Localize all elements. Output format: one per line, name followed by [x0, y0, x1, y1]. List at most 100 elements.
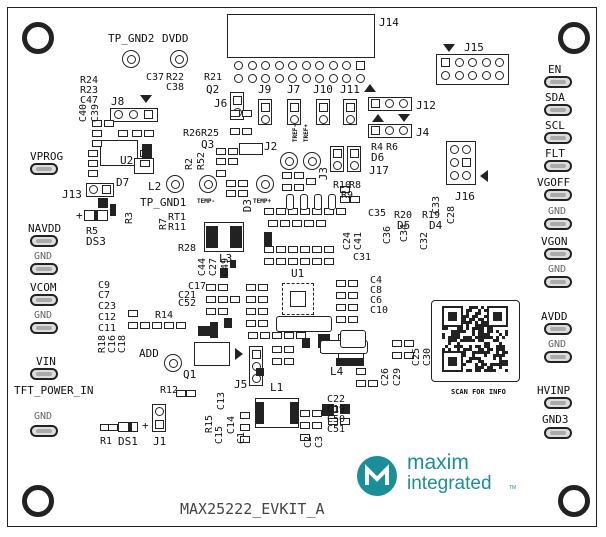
- pad-label-gnd: GND: [548, 206, 567, 217]
- smd-pad: [312, 410, 322, 417]
- label-temp-plus: TEMP+: [253, 198, 272, 205]
- qr-module: [472, 354, 475, 357]
- pad-scl[interactable]: [544, 132, 572, 144]
- pad-hvinp[interactable]: [544, 397, 572, 409]
- inductor-terminal: [290, 402, 298, 424]
- pad-navdd[interactable]: [30, 235, 58, 247]
- pad-gnd3[interactable]: [544, 427, 572, 439]
- component-body: [110, 204, 116, 216]
- qr-module: [499, 357, 502, 360]
- qr-module: [484, 333, 487, 336]
- refdes-c12: C12: [98, 312, 117, 323]
- qr-module: [487, 327, 490, 330]
- connector-j14[interactable]: [227, 14, 375, 58]
- pad-vcom[interactable]: [30, 294, 58, 306]
- qr-module: [454, 345, 457, 348]
- qr-module: [484, 345, 487, 348]
- refdes-c30: C30: [422, 348, 433, 367]
- jumper-j2[interactable]: [239, 143, 263, 155]
- smd-pad: [294, 184, 304, 191]
- smd-pad: [128, 310, 138, 317]
- smd-pad: [276, 258, 286, 265]
- component-body: [142, 144, 152, 158]
- test-point-tp-gnd1[interactable]: [166, 175, 184, 193]
- j15-pin: [441, 71, 450, 80]
- smd-pad: [206, 308, 216, 315]
- thermal-pad-temp-plus[interactable]: [256, 175, 274, 193]
- pad-vin[interactable]: [30, 368, 58, 380]
- smd-pad: [268, 220, 278, 227]
- component-body: [224, 318, 232, 328]
- refdes-r1: R1: [100, 436, 113, 447]
- label-j16: J16: [455, 190, 475, 203]
- test-point-tp-gnd2[interactable]: [122, 50, 140, 68]
- qr-module: [499, 354, 502, 357]
- test-point-dvdd[interactable]: [170, 50, 188, 68]
- smd-pad: [264, 208, 274, 215]
- pin1-marker-icon: [443, 44, 455, 52]
- qr-module: [493, 369, 496, 372]
- qr-module: [469, 321, 472, 324]
- pad-en[interactable]: [544, 76, 572, 88]
- qr-module: [448, 336, 451, 339]
- pad-vgon[interactable]: [544, 248, 572, 260]
- qr-module: [490, 348, 493, 351]
- pad-label-gnd3: GND3: [542, 413, 569, 426]
- smd-pad: [264, 258, 274, 265]
- label-j9: J9: [258, 83, 272, 96]
- qr-module: [499, 333, 502, 336]
- thermal-pad-tref-plus[interactable]: [303, 152, 321, 170]
- thermal-pad-temp-minus[interactable]: [199, 175, 217, 193]
- qr-module: [466, 339, 469, 342]
- pad-vgoff[interactable]: [544, 189, 572, 201]
- smd-pad: [284, 346, 294, 353]
- smd-pad: [392, 340, 402, 347]
- refdes-c39: C39: [90, 104, 101, 123]
- smd-pad: [218, 308, 228, 315]
- pad-gnd[interactable]: [544, 276, 572, 288]
- qr-module: [484, 324, 487, 327]
- qr-module: [448, 339, 451, 342]
- pad-label-vprog: VPROG: [30, 150, 64, 163]
- refdes-c19: C19: [327, 404, 346, 415]
- qr-module: [493, 363, 496, 366]
- qr-module: [460, 339, 463, 342]
- thermal-pad-tref-minus[interactable]: [280, 152, 298, 170]
- j16-pin: [450, 171, 459, 180]
- qr-module: [481, 318, 484, 321]
- component-body: [98, 198, 108, 208]
- pad-flt[interactable]: [544, 160, 572, 172]
- pad-avdd[interactable]: [544, 323, 572, 335]
- qr-module: [469, 318, 472, 321]
- jumper-pin: [233, 96, 242, 105]
- pad-label-vgon: VGON: [541, 235, 568, 248]
- qr-module: [466, 327, 469, 330]
- label-tref-plus: TREF+: [303, 124, 310, 143]
- pin: [155, 407, 164, 416]
- pin: [371, 99, 380, 108]
- pad-gnd[interactable]: [544, 218, 572, 230]
- pad-gnd[interactable]: [30, 425, 58, 437]
- j14-pin: [234, 74, 243, 83]
- test-point-add[interactable]: [164, 354, 182, 372]
- pad-sda[interactable]: [544, 104, 572, 116]
- smd-pad: [92, 120, 102, 127]
- smd-pad: [300, 410, 310, 417]
- qr-module: [475, 315, 478, 318]
- qr-module: [469, 336, 472, 339]
- qr-module: [487, 366, 490, 369]
- qr-module: [466, 360, 469, 363]
- smd-pad: [140, 160, 150, 167]
- j14-pin: [261, 74, 270, 83]
- pad-gnd[interactable]: [544, 351, 572, 363]
- pad-gnd[interactable]: [30, 263, 58, 275]
- label-l1: L1: [270, 381, 284, 394]
- pin: [89, 185, 98, 194]
- pad-gnd[interactable]: [30, 322, 58, 334]
- refdes-c6: C6: [370, 295, 383, 306]
- jumper-pin: [350, 149, 359, 158]
- qr-module: [475, 312, 478, 315]
- pad-label-en: EN: [548, 63, 562, 76]
- qr-module: [475, 327, 478, 330]
- pad-vprog[interactable]: [30, 163, 58, 175]
